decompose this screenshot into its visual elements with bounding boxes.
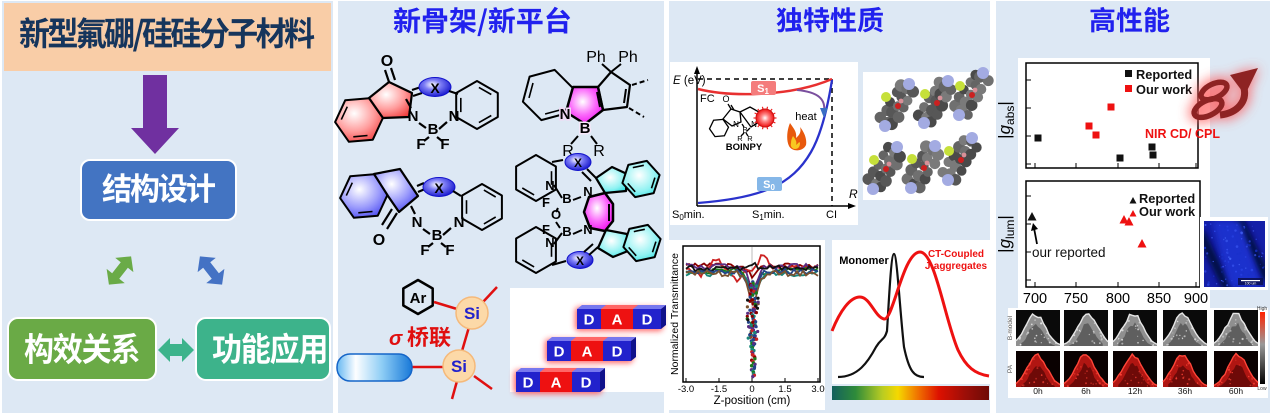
svg-text:Si: Si bbox=[451, 357, 467, 376]
svg-text:Ph: Ph bbox=[586, 49, 606, 66]
svg-text:750: 750 bbox=[1064, 291, 1088, 307]
svg-text:B: B bbox=[432, 227, 443, 244]
svg-text:0h: 0h bbox=[1033, 386, 1043, 396]
svg-text:R: R bbox=[737, 134, 743, 143]
svg-text:N: N bbox=[449, 108, 460, 125]
svg-text:N: N bbox=[454, 214, 465, 231]
svg-text:B: B bbox=[742, 126, 747, 135]
svg-text:S0min.: S0min. bbox=[672, 209, 705, 222]
svg-text:12h: 12h bbox=[1128, 386, 1142, 396]
svg-text:F: F bbox=[445, 242, 454, 259]
svg-text:N: N bbox=[412, 214, 423, 231]
svg-text:S1: S1 bbox=[757, 83, 769, 96]
svg-text:O: O bbox=[373, 232, 385, 249]
svg-text:100 um: 100 um bbox=[1245, 282, 1257, 286]
svg-text:-3.0: -3.0 bbox=[678, 384, 694, 395]
svg-text:-1.5: -1.5 bbox=[711, 384, 727, 395]
svg-text:R: R bbox=[593, 143, 605, 160]
svg-text:Low: Low bbox=[1257, 386, 1267, 392]
svg-text:PA: PA bbox=[1007, 364, 1014, 373]
svg-text:A: A bbox=[551, 375, 562, 392]
svg-text:X: X bbox=[576, 254, 584, 268]
svg-text:Normalized Transmittance: Normalized Transmittance bbox=[669, 253, 681, 375]
svg-text:O: O bbox=[381, 53, 393, 70]
svg-text:900: 900 bbox=[1184, 291, 1208, 307]
svg-text:B: B bbox=[562, 224, 571, 239]
svg-text:Monomer: Monomer bbox=[839, 255, 889, 267]
svg-text:B-model: B-model bbox=[1007, 315, 1014, 340]
svg-text:J-aggregates: J-aggregates bbox=[925, 261, 988, 272]
svg-text:36h: 36h bbox=[1178, 386, 1192, 396]
svg-text:Our work: Our work bbox=[1136, 82, 1193, 97]
svg-text:N: N bbox=[545, 178, 554, 193]
svg-text:60h: 60h bbox=[1229, 386, 1243, 396]
svg-text:B: B bbox=[580, 120, 591, 137]
svg-text:FC: FC bbox=[700, 93, 715, 105]
svg-text:High: High bbox=[1257, 306, 1268, 312]
svg-text:N: N bbox=[583, 222, 592, 237]
svg-text:D: D bbox=[642, 312, 653, 329]
svg-text:our reported: our reported bbox=[1032, 245, 1106, 260]
svg-text:A: A bbox=[582, 344, 593, 361]
svg-text:O: O bbox=[722, 94, 729, 104]
svg-text:Ar: Ar bbox=[410, 290, 427, 307]
svg-text:O: O bbox=[551, 207, 561, 222]
svg-text:800: 800 bbox=[1106, 291, 1130, 307]
svg-text:N: N bbox=[733, 120, 739, 129]
svg-text:F: F bbox=[420, 242, 429, 259]
svg-text:1.5: 1.5 bbox=[778, 384, 791, 395]
svg-text:3.0: 3.0 bbox=[811, 384, 824, 395]
svg-text:F: F bbox=[416, 136, 425, 153]
svg-text:D: D bbox=[554, 344, 565, 361]
svg-text:CT-Coupled: CT-Coupled bbox=[928, 249, 984, 260]
svg-text:S1min.: S1min. bbox=[752, 209, 785, 222]
svg-text:Our work: Our work bbox=[1139, 204, 1196, 219]
svg-text:N: N bbox=[751, 120, 757, 129]
svg-text:850: 850 bbox=[1147, 291, 1171, 307]
svg-text:A: A bbox=[612, 312, 623, 329]
svg-text:B: B bbox=[428, 121, 439, 138]
svg-text:0: 0 bbox=[749, 384, 754, 395]
svg-text:X: X bbox=[574, 156, 582, 170]
svg-text:BOINPY: BOINPY bbox=[726, 142, 763, 153]
svg-text:X: X bbox=[430, 80, 440, 96]
svg-text:Si: Si bbox=[464, 304, 480, 323]
svg-text:Reported: Reported bbox=[1139, 191, 1195, 206]
svg-text:CI: CI bbox=[826, 209, 837, 221]
svg-text:N: N bbox=[408, 108, 419, 125]
svg-text:X: X bbox=[434, 180, 444, 196]
svg-text:B: B bbox=[562, 191, 571, 206]
svg-text:D: D bbox=[584, 312, 595, 329]
svg-text:NIR CD/ CPL: NIR CD/ CPL bbox=[1145, 127, 1220, 141]
svg-text:S0: S0 bbox=[763, 179, 775, 192]
svg-text:heat: heat bbox=[795, 111, 816, 123]
svg-text:N: N bbox=[583, 184, 592, 199]
svg-text:N: N bbox=[545, 235, 554, 250]
svg-text:D: D bbox=[581, 375, 592, 392]
svg-text:R: R bbox=[562, 143, 574, 160]
svg-text:Ph: Ph bbox=[618, 49, 638, 66]
svg-text:D: D bbox=[523, 375, 534, 392]
svg-text:Z-position (cm): Z-position (cm) bbox=[714, 395, 791, 407]
svg-text:σ: σ bbox=[389, 328, 403, 350]
svg-text:700: 700 bbox=[1023, 291, 1047, 307]
svg-text:R: R bbox=[747, 134, 753, 143]
svg-text:6h: 6h bbox=[1081, 386, 1091, 396]
svg-text:F: F bbox=[542, 195, 550, 210]
svg-text:E (eV): E (eV) bbox=[673, 75, 706, 87]
svg-text:F: F bbox=[440, 136, 449, 153]
svg-text:Reported: Reported bbox=[1136, 67, 1192, 82]
svg-text:R: R bbox=[849, 187, 858, 201]
svg-text:N: N bbox=[560, 106, 571, 123]
svg-text:F: F bbox=[542, 222, 550, 237]
svg-text:D: D bbox=[612, 344, 623, 361]
